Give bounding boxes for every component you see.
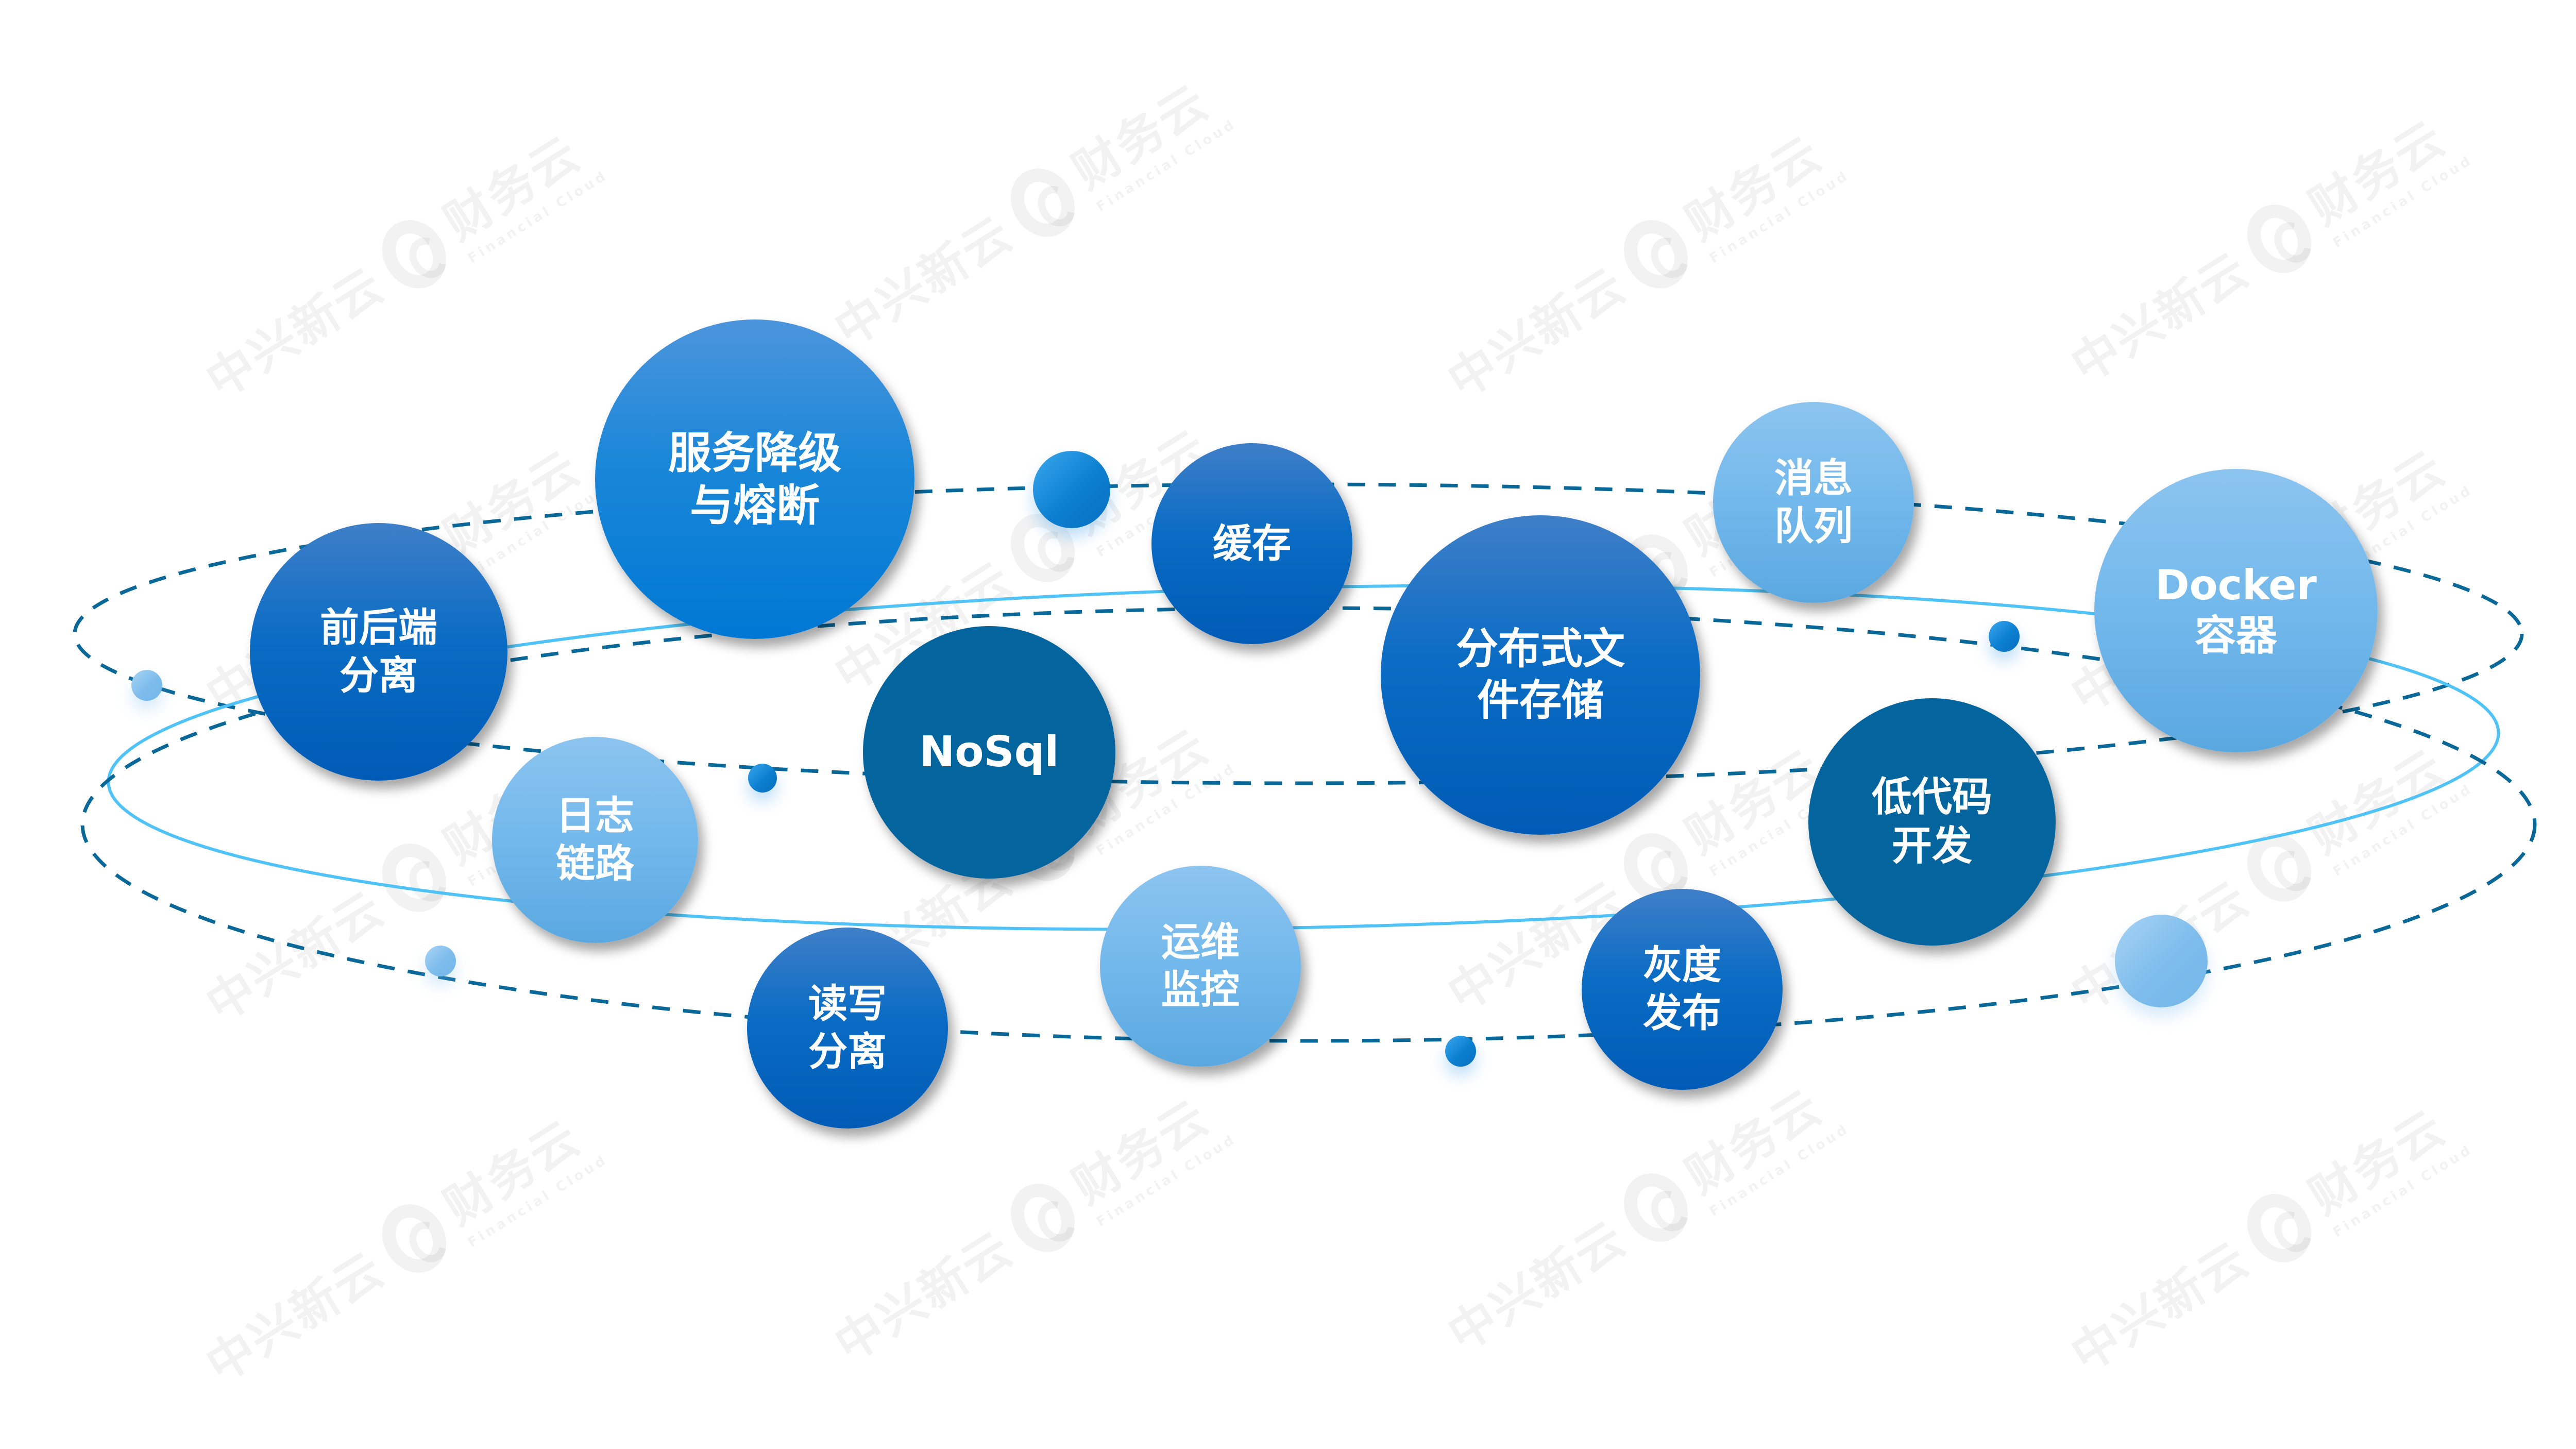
- bubble-label: 低代码 开发: [1871, 773, 1992, 869]
- bubble-log-tracing: 日志 链路: [492, 737, 698, 943]
- bubble-label: 服务降级 与熔断: [668, 427, 841, 531]
- decorative-dot-1: [1033, 451, 1110, 528]
- bubble-label: 消息 队列: [1774, 455, 1853, 549]
- bubble-label: 缓存: [1213, 520, 1291, 566]
- bubble-label: 分布式文 件存储: [1455, 624, 1625, 725]
- decorative-dot-6: [1445, 1036, 1476, 1067]
- bubble-service-degradation: 服务降级 与熔断: [595, 319, 914, 639]
- bubble-canary-release: 灰度 发布: [1582, 889, 1783, 1090]
- bubble-ops-monitoring: 运维 监控: [1100, 866, 1301, 1067]
- bubble-low-code-development: 低代码 开发: [1808, 698, 2056, 946]
- bubble-label: Docker 容器: [2155, 561, 2317, 660]
- decorative-dot-7: [2115, 915, 2208, 1007]
- orbit-lower-dashed: [80, 606, 2537, 1043]
- bubble-label: NoSql: [919, 727, 1059, 777]
- bubble-frontend-backend-separation: 前后端 分离: [250, 523, 507, 781]
- bubble-distributed-file-storage: 分布式文 件存储: [1381, 515, 1700, 835]
- bubble-label: 前后端 分离: [320, 604, 437, 698]
- decorative-dot-5: [1989, 621, 2020, 652]
- decorative-dot-4: [425, 946, 456, 976]
- bubble-label: 日志 链路: [556, 793, 634, 886]
- bubble-message-queue: 消息 队列: [1713, 402, 1914, 603]
- bubble-read-write-separation: 读写 分离: [747, 928, 948, 1128]
- bubble-docker-container: Docker 容器: [2094, 469, 2378, 752]
- bubble-label: 运维 监控: [1161, 919, 1240, 1013]
- bubble-nosql: NoSql: [863, 626, 1115, 879]
- decorative-dot-3: [748, 764, 777, 793]
- bubble-cache: 缓存: [1151, 443, 1352, 644]
- bubble-label: 读写 分离: [808, 981, 887, 1074]
- bubble-label: 灰度 发布: [1643, 942, 1721, 1036]
- decorative-dot-2: [131, 670, 162, 701]
